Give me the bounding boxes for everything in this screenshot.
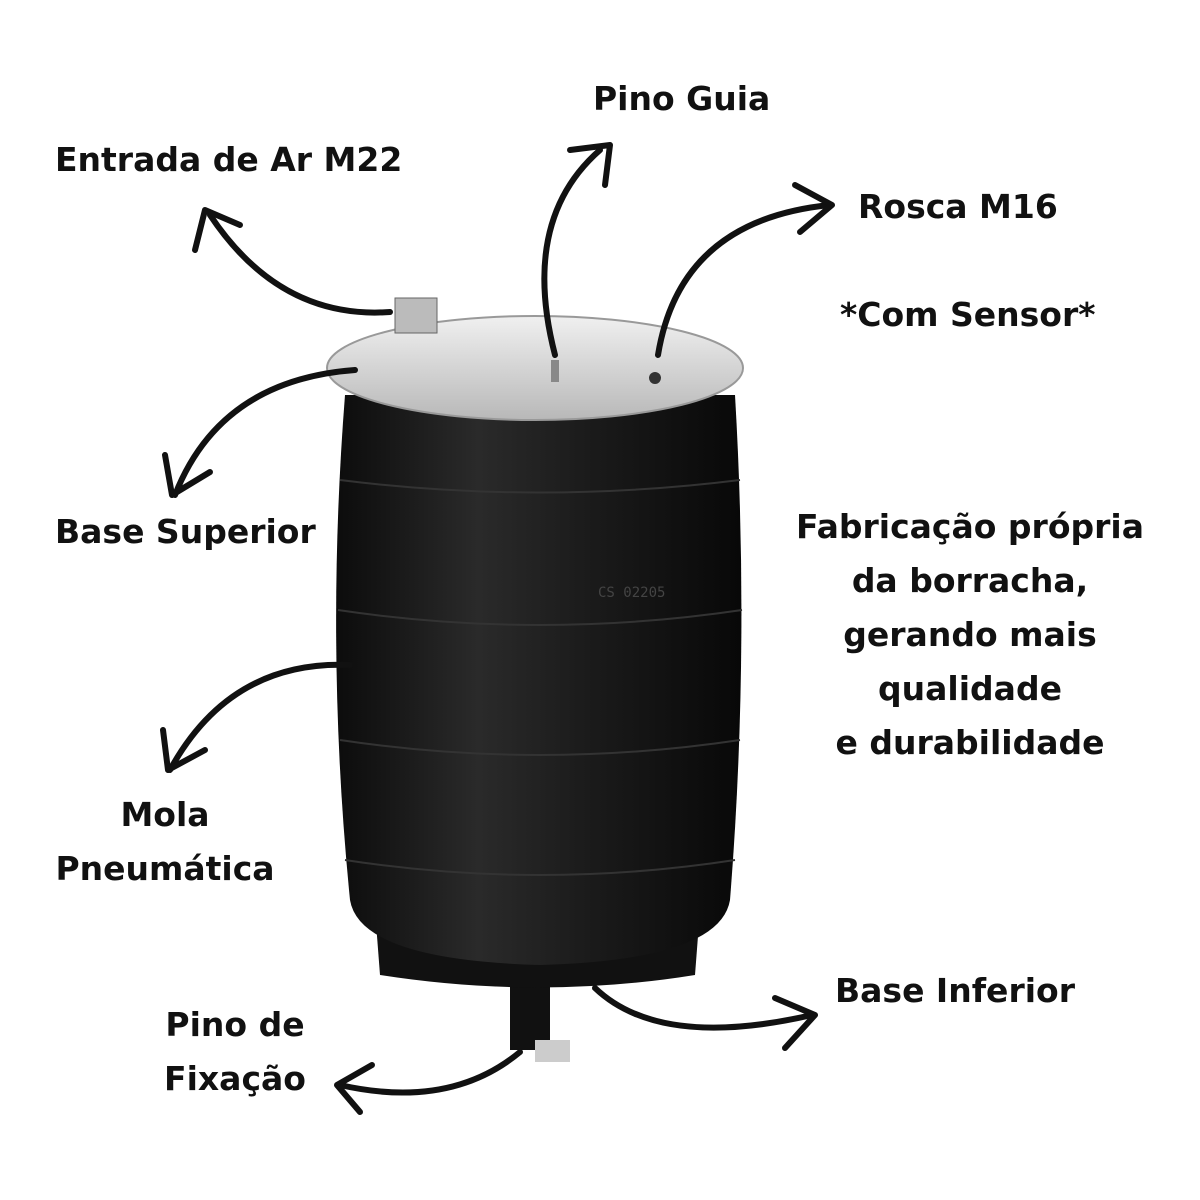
label-rosca: Rosca M16 bbox=[858, 187, 1058, 226]
arrow-base-inferior bbox=[592, 985, 815, 1031]
pino-fixacao-line: Fixação bbox=[164, 1059, 306, 1098]
label-sensor: *Com Sensor* bbox=[840, 295, 1096, 334]
label-mola: Mola Pneumática bbox=[40, 788, 290, 896]
label-base-superior: Base Superior bbox=[55, 512, 316, 551]
rubber-bellows bbox=[336, 395, 742, 965]
arrow-pino-fixacao bbox=[337, 1049, 523, 1096]
fabricacao-line: e durabilidade bbox=[835, 723, 1105, 762]
label-pino-guia: Pino Guia bbox=[593, 79, 771, 118]
embossed-logo: CS 02205 bbox=[598, 585, 665, 601]
label-base-inferior: Base Inferior bbox=[835, 971, 1075, 1010]
fixing-pin-tab bbox=[535, 1040, 570, 1062]
fabricacao-line: da borracha, bbox=[851, 561, 1089, 600]
mola-line: Mola bbox=[120, 795, 210, 834]
fabricacao-line: Fabricação própria bbox=[796, 507, 1144, 546]
upper-base-plate bbox=[326, 315, 744, 421]
guide-pin bbox=[551, 360, 559, 382]
label-entrada-ar: Entrada de Ar M22 bbox=[55, 140, 403, 179]
arrow-pino-guia bbox=[541, 147, 603, 358]
m16-thread-hole bbox=[649, 372, 661, 384]
label-fabricacao: Fabricação própria da borracha, gerando … bbox=[780, 500, 1160, 770]
fabricacao-line: gerando mais bbox=[843, 615, 1097, 654]
air-inlet-fitting bbox=[394, 297, 438, 334]
bellows-folds bbox=[337, 479, 743, 876]
fabricacao-line: qualidade bbox=[878, 669, 1062, 708]
fixing-pin bbox=[510, 975, 550, 1050]
air-spring-image: CS 02205 bbox=[326, 297, 744, 1062]
arrows bbox=[160, 142, 835, 1115]
arrow-base-superior bbox=[172, 367, 358, 498]
mola-line: Pneumática bbox=[55, 849, 275, 888]
label-pino-fixacao: Pino de Fixação bbox=[145, 998, 325, 1106]
arrow-mola bbox=[167, 661, 353, 773]
pino-fixacao-line: Pino de bbox=[165, 1005, 305, 1044]
arrow-entrada bbox=[207, 212, 393, 316]
arrow-rosca bbox=[655, 202, 833, 358]
